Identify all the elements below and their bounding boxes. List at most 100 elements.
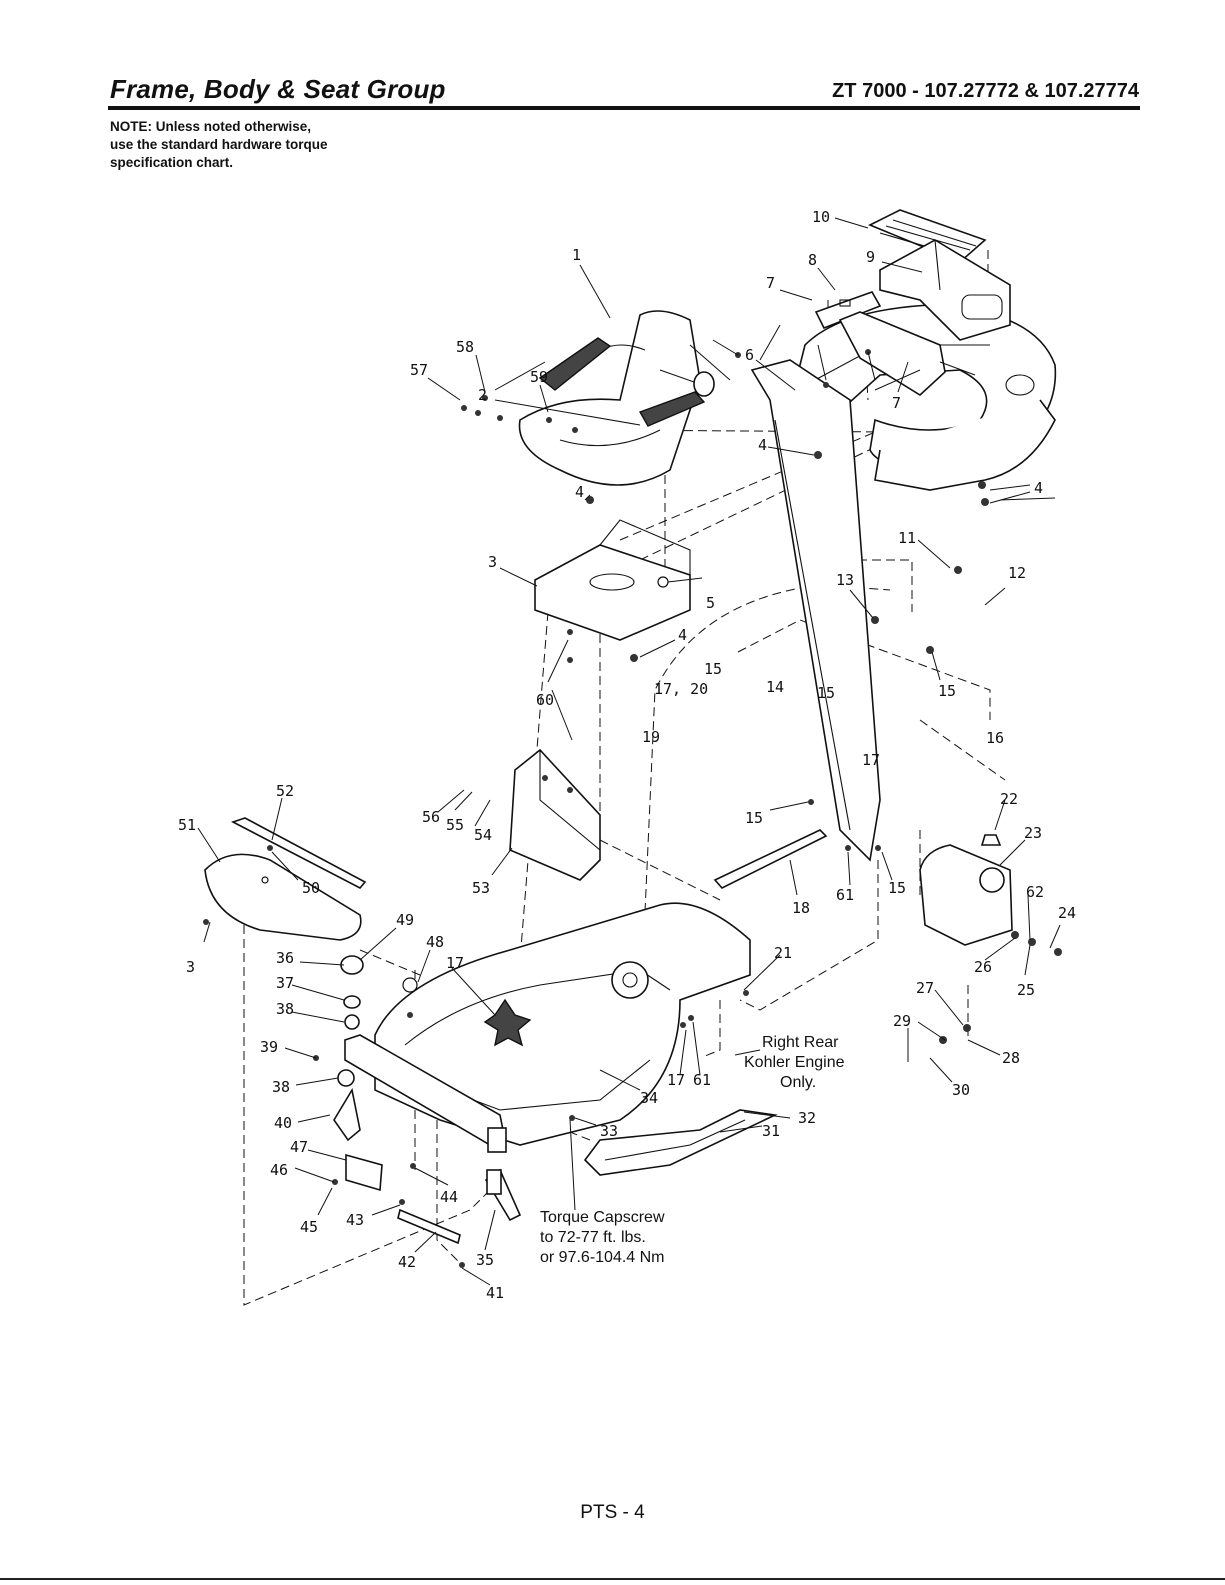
- callout: 34: [640, 1089, 658, 1107]
- seat-bracket: [534, 519, 691, 641]
- leader-lines: [197, 217, 1061, 1286]
- rear-shroud: [879, 239, 1011, 341]
- callout: 15: [704, 660, 722, 678]
- callout: 11: [898, 529, 916, 547]
- callout: 3: [488, 553, 497, 571]
- callout: 46: [270, 1161, 288, 1179]
- callout-labels: 1 2 3 4 5 4 6 7 8 9 10 7 4 4 11 12 13 15…: [178, 208, 1076, 1302]
- page-title: Frame, Body & Seat Group: [110, 74, 446, 104]
- callout: 41: [486, 1284, 504, 1302]
- callout: 56: [422, 808, 440, 826]
- callout: 2: [478, 386, 487, 404]
- callout: 47: [290, 1138, 308, 1156]
- callout: 15: [817, 684, 835, 702]
- callout: 36: [276, 949, 294, 967]
- callout: 4: [758, 436, 767, 454]
- annotation-right-rear: Right Rear Kohler Engine Only.: [744, 1034, 845, 1091]
- callout: 17: [667, 1071, 685, 1089]
- fuel-tank: [919, 834, 1013, 946]
- callout: 54: [474, 826, 492, 844]
- trim-strip: [230, 817, 367, 890]
- callout: 26: [974, 958, 992, 976]
- callout: 33: [600, 1122, 618, 1140]
- callout: 17: [446, 954, 464, 972]
- hinge-plate: [750, 359, 881, 862]
- callout: 10: [812, 208, 830, 226]
- callout: 13: [836, 571, 854, 589]
- annotation-line: Only.: [780, 1074, 816, 1091]
- header-rule: [108, 106, 1140, 110]
- annotation-line: Kohler Engine: [744, 1054, 845, 1071]
- callout: 53: [472, 879, 490, 897]
- callout: 52: [276, 782, 294, 800]
- callout: 15: [938, 682, 956, 700]
- callout: 23: [1024, 824, 1042, 842]
- callout: 4: [575, 483, 584, 501]
- callout: 16: [986, 729, 1004, 747]
- callout: 61: [836, 886, 854, 904]
- callout: 5: [706, 594, 715, 612]
- callout: 61: [693, 1071, 711, 1089]
- callout: 51: [178, 816, 196, 834]
- callout: 18: [792, 899, 810, 917]
- callout: 8: [808, 251, 817, 269]
- callout: 44: [440, 1188, 458, 1206]
- page-number: PTS - 4: [580, 1502, 645, 1523]
- callout: 59: [530, 368, 548, 386]
- callout: 4: [1034, 479, 1043, 497]
- callout: 43: [346, 1211, 364, 1229]
- knob: [693, 371, 715, 397]
- callout: 48: [426, 933, 444, 951]
- support-rod: [713, 829, 828, 889]
- annotation-line: to 72-77 ft. lbs.: [540, 1229, 646, 1246]
- callout: 39: [260, 1038, 278, 1056]
- callout: 17, 20: [654, 680, 708, 698]
- caster-hardware: [333, 955, 522, 1245]
- annotation-line: or 97.6-104.4 Nm: [540, 1249, 665, 1266]
- note-line: specification chart.: [110, 155, 234, 170]
- annotation-torque: Torque Capscrew to 72-77 ft. lbs. or 97.…: [540, 1209, 665, 1266]
- callout: 14: [766, 678, 784, 696]
- callout: 29: [893, 1012, 911, 1030]
- callout: 57: [410, 361, 428, 379]
- callout: 40: [274, 1114, 292, 1132]
- note-line: NOTE: Unless noted otherwise,: [110, 119, 312, 134]
- callout: 15: [745, 809, 763, 827]
- rear-panel: [838, 311, 946, 396]
- callout: 19: [642, 728, 660, 746]
- callout: 31: [762, 1122, 780, 1140]
- callout: 21: [774, 944, 792, 962]
- callout: 42: [398, 1253, 416, 1271]
- callout: 49: [396, 911, 414, 929]
- hardware-dots: [203, 349, 1062, 1268]
- callout: 38: [276, 1000, 294, 1018]
- callout: 7: [892, 394, 901, 412]
- callout: 62: [1026, 883, 1044, 901]
- callout: 32: [798, 1109, 816, 1127]
- callout: 15: [888, 879, 906, 897]
- callout: 12: [1008, 564, 1026, 582]
- callout: 60: [536, 691, 554, 709]
- callout: 22: [1000, 790, 1018, 808]
- main-frame: [344, 902, 751, 1153]
- callout: 55: [446, 816, 464, 834]
- decal-plate: [814, 291, 882, 330]
- callout: 30: [952, 1081, 970, 1099]
- model-number: ZT 7000 - 107.27772 & 107.27774: [832, 80, 1139, 102]
- annotation-line: Right Rear: [762, 1034, 839, 1051]
- callout: 38: [272, 1078, 290, 1096]
- callout: 4: [678, 626, 687, 644]
- note-line: use the standard hardware torque: [110, 137, 328, 152]
- callout: 50: [302, 879, 320, 897]
- callout: 1: [572, 246, 581, 264]
- callout: 3: [186, 958, 195, 976]
- bottom-rule: [0, 1578, 1225, 1580]
- callout: 17: [862, 751, 880, 769]
- callout: 27: [916, 979, 934, 997]
- hood: [204, 853, 362, 941]
- battery-tray: [509, 748, 601, 881]
- annotation-line: Torque Capscrew: [540, 1209, 665, 1226]
- callout: 9: [866, 248, 875, 266]
- callout: 28: [1002, 1049, 1020, 1067]
